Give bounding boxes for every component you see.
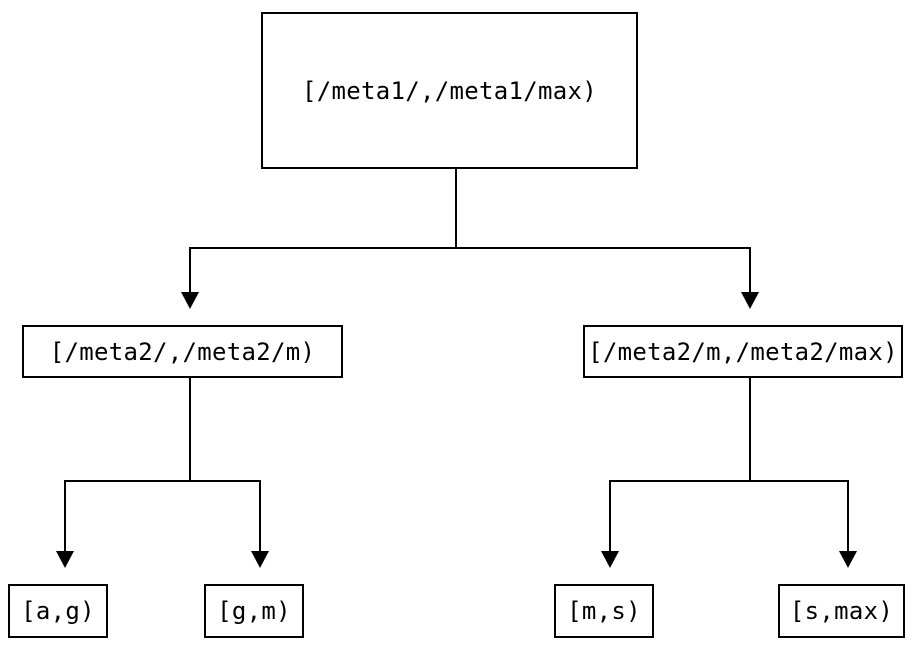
- node-meta2-left-range-label: [/meta2/,/meta2/m): [49, 337, 316, 366]
- arrowhead-down-icon: [251, 551, 269, 568]
- node-meta1-range-label: [/meta1/,/meta1/max): [302, 76, 597, 105]
- arrowhead-down-icon: [601, 551, 619, 568]
- node-meta1-range: [/meta1/,/meta1/max): [261, 12, 638, 169]
- arrowhead-down-icon: [839, 551, 857, 568]
- node-range-g-m: [g,m): [204, 584, 304, 638]
- arrowhead-down-icon: [181, 292, 199, 309]
- arrowhead-down-icon: [56, 551, 74, 568]
- node-range-s-max: [s,max): [778, 584, 905, 638]
- node-range-a-g: [a,g): [8, 584, 108, 638]
- node-meta2-right-range: [/meta2/m,/meta2/max): [583, 325, 903, 378]
- node-meta2-right-range-label: [/meta2/m,/meta2/max): [588, 337, 898, 366]
- node-range-g-m-label: [g,m): [217, 597, 291, 625]
- node-range-m-s-label: [m,s): [567, 597, 641, 625]
- node-range-s-max-label: [s,max): [789, 597, 894, 625]
- node-range-m-s: [m,s): [554, 584, 654, 638]
- node-meta2-left-range: [/meta2/,/meta2/m): [22, 325, 343, 378]
- node-range-a-g-label: [a,g): [21, 597, 95, 625]
- arrowhead-down-icon: [741, 292, 759, 309]
